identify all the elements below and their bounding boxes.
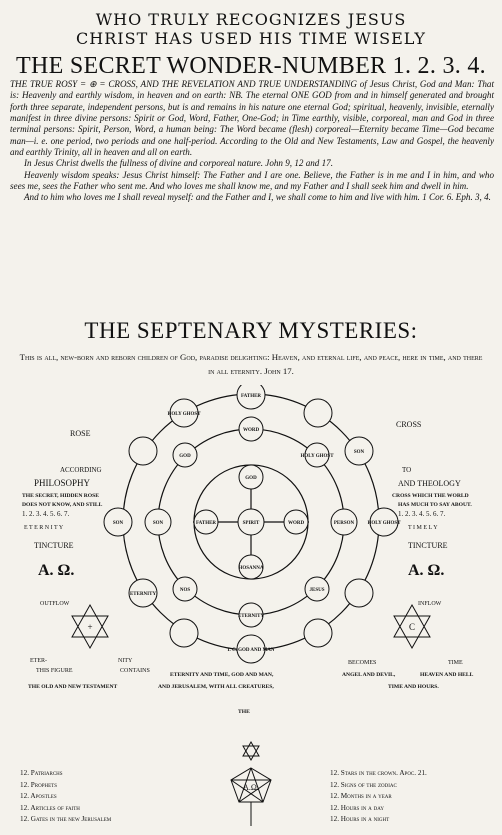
list-item: 12. Stars in the crown. Apoc. 21.	[330, 769, 427, 777]
right-time-label: TIME	[448, 660, 463, 666]
header-lines: WHO TRULY RECOGNIZES JESUS CHRIST HAS US…	[0, 10, 502, 48]
center-line-1: ETERNITY AND TIME, GOD AND MAN,	[170, 672, 274, 678]
left-nity-label: NITY	[118, 658, 133, 664]
septenary-title: THE SEPTENARY MYSTERIES:	[84, 318, 418, 343]
list-item: 12. Signs of the zodiac	[330, 780, 397, 789]
svg-text:FATHER: FATHER	[196, 521, 216, 526]
svg-text:SPIRIT: SPIRIT	[243, 521, 260, 526]
svg-text:C: C	[409, 622, 415, 632]
right-tincture-label: TINCTURE	[408, 541, 448, 550]
svg-text:HOSANNA: HOSANNA	[238, 566, 263, 571]
svg-text:JESUS: JESUS	[309, 588, 324, 593]
right-cross-which-label: CROSS WHICH THE WORLD	[392, 493, 469, 499]
right-list: 12. Stars in the crown. Apoc. 21. 12. Si…	[330, 768, 427, 826]
left-this-figure-label: THIS FIGURE	[36, 668, 73, 674]
left-does-not-label: DOES NOT KNOW, AND STILL	[22, 502, 103, 508]
right-to-label: TO	[402, 466, 412, 474]
right-angel-label: ANGEL AND DEVIL,	[342, 672, 396, 678]
svg-text:SON: SON	[113, 521, 124, 526]
page-title: THE SECRET WONDER-NUMBER 1. 2. 3. 4.	[16, 53, 486, 79]
right-numbers-label: 1. 2. 3. 4. 5. 6. 7.	[398, 510, 446, 518]
left-list: 12. Patriarchs 12. Prophets 12. Apostles…	[20, 768, 111, 826]
left-testament-label: THE OLD AND NEW TESTAMENT	[28, 684, 118, 690]
left-contains-label: CONTAINS	[120, 668, 150, 674]
center-the-label: THE	[238, 709, 250, 715]
svg-text:SON: SON	[153, 521, 164, 526]
svg-text:PERSON: PERSON	[334, 521, 355, 526]
left-eternity-label: E T E R N I T Y	[24, 525, 64, 531]
svg-text:SON: SON	[354, 450, 365, 455]
left-rose-label: ROSE	[70, 429, 91, 438]
svg-text:WORD: WORD	[243, 428, 260, 433]
bottom-emblem-icon: A.Ω.	[230, 740, 272, 826]
svg-text:HOLY GHOST: HOLY GHOST	[167, 412, 201, 417]
intro-paragraph-3: Heavenly wisdom speaks: Jesus Christ him…	[10, 169, 494, 192]
septenary-subtitle: This is all, new-born and reborn childre…	[19, 352, 483, 376]
right-time-hours-label: TIME AND HOURS.	[388, 684, 439, 690]
outer-label-top: FATHER	[241, 394, 261, 399]
list-item: 12. Months in a year	[330, 792, 392, 801]
septenary-diagram: FATHER HOLY GHOST WORD SON WORD HOLY GHO…	[71, 385, 431, 664]
list-item: 12. Gates in the new Jerusalem	[20, 815, 112, 824]
left-according-label: ACCORDING	[60, 466, 102, 474]
header-line-1: WHO TRULY RECOGNIZES JESUS	[95, 10, 407, 29]
intro-paragraph-2: In Jesus Christ dwells the fullness of d…	[24, 158, 333, 169]
intro-paragraph-1: THE TRUE ROSY = ⊕ = CROSS, AND THE REVEL…	[10, 79, 494, 158]
left-secret-label: THE SECRET, HIDDEN ROSE	[22, 493, 99, 499]
left-philosophy-label: PHILOSOPHY	[34, 478, 91, 488]
right-theology-label: AND THEOLOGY	[398, 479, 461, 488]
list-item: 12. Apostles	[20, 792, 57, 801]
right-much-label: HAS MUCH TO SAY ABOUT.	[398, 502, 472, 508]
list-item: 12. Hours in a day	[330, 803, 384, 812]
svg-text:+: +	[87, 622, 92, 632]
center-line-2: AND JERUSALEM, WITH ALL CREATURES,	[158, 684, 274, 690]
svg-text:NOS: NOS	[180, 588, 191, 593]
svg-text:A.Ω.: A.Ω.	[243, 783, 259, 792]
svg-text:HOLY GHOST: HOLY GHOST	[367, 521, 401, 526]
right-timely-label: T I M E L Y	[408, 525, 438, 531]
svg-text:GOD: GOD	[179, 454, 191, 459]
right-heaven-label: HEAVEN AND HELL	[420, 672, 474, 678]
intro-text: THE TRUE ROSY = ⊕ = CROSS, AND THE REVEL…	[10, 79, 494, 204]
star-of-david-right-icon	[393, 603, 431, 650]
svg-text:ETERNITY: ETERNITY	[130, 592, 157, 597]
svg-text:GOD: GOD	[245, 476, 257, 481]
right-alpha-omega: A. Ω.	[408, 562, 445, 579]
left-eter-label: ETER-	[30, 658, 47, 664]
svg-text:HOLY GHOST: HOLY GHOST	[300, 454, 334, 459]
intro-paragraph-4: And to him who loves me I shall reveal m…	[24, 192, 491, 203]
svg-text:ETERNITY: ETERNITY	[238, 614, 265, 619]
list-item: 12. Prophets	[20, 780, 58, 789]
svg-text:I. C. GOD AND MAN: I. C. GOD AND MAN	[228, 648, 275, 653]
list-item: 12. Articles of faith	[20, 803, 80, 812]
right-becomes-label: BECOMES	[348, 660, 377, 666]
header-line-2: CHRIST HAS USED HIS TIME WISELY	[76, 29, 426, 48]
left-tincture-label: TINCTURE	[34, 541, 74, 550]
right-inflow-label: INFLOW	[418, 601, 442, 607]
star-of-david-left-icon	[71, 603, 109, 650]
list-item: 12. Hours in a night	[330, 815, 390, 824]
left-numbers-label: 1. 2. 3. 4. 5. 6. 7.	[22, 510, 70, 518]
list-item: 12. Patriarchs	[20, 769, 63, 777]
svg-text:WORD: WORD	[288, 521, 305, 526]
left-alpha-omega: A. Ω.	[38, 562, 75, 579]
left-outflow-label: OUTFLOW	[40, 601, 70, 607]
right-cross-label: CROSS	[396, 420, 422, 429]
